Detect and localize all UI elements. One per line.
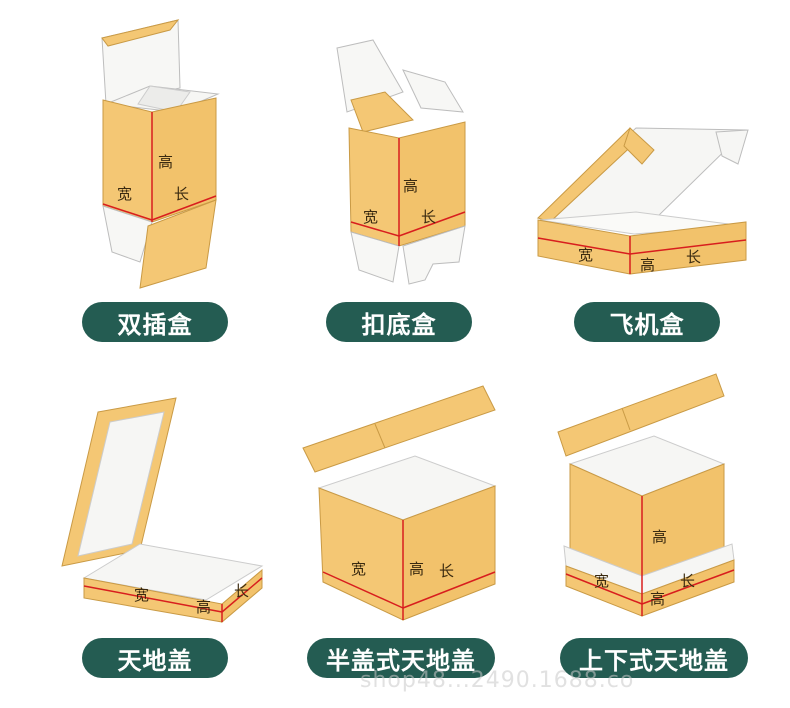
box-label-pill: 扣底盒	[326, 302, 472, 342]
half-lid-illustration: 宽 高 长	[302, 385, 497, 621]
box-mailer: 宽 高 长 飞机盒	[526, 0, 790, 342]
box-name: 半盖式天地盖	[326, 646, 476, 675]
label-height: 高	[640, 256, 655, 274]
box-half-lid: 宽 高 长 半盖式天地盖	[263, 360, 526, 708]
box-label-pill: 飞机盒	[574, 302, 720, 342]
label-length: 长	[174, 185, 189, 203]
box-label-pill: 半盖式天地盖	[307, 638, 495, 678]
label-width: 宽	[363, 208, 378, 226]
label-length: 长	[234, 582, 249, 600]
label-length: 长	[680, 572, 695, 590]
box-name: 天地盖	[117, 646, 193, 675]
box-top-bottom-lid: 高 宽 高 长 上下式天地盖	[526, 360, 790, 708]
box-label-pill: 上下式天地盖	[560, 638, 748, 678]
box-name: 双插盒	[117, 310, 193, 339]
mailer-illustration: 宽 高 长	[536, 127, 749, 275]
box-name: 飞机盒	[609, 310, 685, 339]
box-label-pill: 天地盖	[82, 638, 228, 678]
label-height: 高	[652, 528, 667, 546]
label-length: 长	[686, 248, 701, 266]
box-label-pill: 双插盒	[82, 302, 228, 342]
lid-base-illustration: 宽 高 长	[61, 397, 264, 624]
label-height: 高	[158, 153, 173, 171]
box-name: 扣底盒	[361, 310, 437, 339]
top-bottom-lid-illustration: 高 宽 高 长	[557, 373, 735, 617]
label-width: 宽	[578, 246, 593, 264]
label-width: 宽	[134, 586, 149, 604]
label-height: 高	[403, 177, 418, 195]
box-crash-lock: 高 宽 长 扣底盒	[263, 0, 526, 342]
label-height: 高	[409, 560, 424, 578]
label-width: 宽	[351, 560, 366, 578]
label-length: 长	[421, 208, 436, 226]
box-double-tuck: 高 宽 长 双插盒	[0, 0, 263, 342]
watermark: shop48...2490.1688.co	[360, 668, 635, 693]
label-length: 长	[439, 562, 454, 580]
label-height-tray: 高	[650, 590, 665, 608]
box-name: 上下式天地盖	[579, 646, 729, 675]
crash-lock-illustration: 高 宽 长	[336, 39, 466, 285]
label-width: 宽	[117, 185, 132, 203]
label-height: 高	[196, 598, 211, 616]
double-tuck-illustration: 高 宽 长	[101, 19, 220, 289]
box-lid-base: 宽 高 长 天地盖	[0, 360, 264, 708]
label-width: 宽	[594, 572, 609, 590]
